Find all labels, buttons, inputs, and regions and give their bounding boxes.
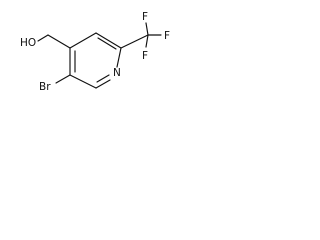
bond-n-c6 xyxy=(95,79,111,89)
bond-c3-c2 xyxy=(95,32,122,49)
nitrogen-label: N xyxy=(113,67,121,79)
bromine-label: Br xyxy=(39,81,51,93)
bond-c4-ch2 xyxy=(47,34,71,49)
bond-ch2-oh xyxy=(37,34,49,42)
fluorine-bottom-label: F xyxy=(142,50,148,62)
bond-n-c6-inner xyxy=(96,74,110,83)
bond-c2-n xyxy=(116,47,122,68)
bond-cf3-f-top xyxy=(145,22,149,36)
bond-c2-cf3 xyxy=(120,34,149,49)
bond-c6-c5 xyxy=(69,74,97,89)
bond-c5-br xyxy=(55,74,71,84)
bond-c4-c3 xyxy=(69,32,97,49)
molecule-diagram: HO Br N F F F xyxy=(20,11,170,93)
bond-c3-c2-inner xyxy=(97,37,117,50)
fluorine-top-label: F xyxy=(142,11,148,23)
atom-labels: HO Br N F F F xyxy=(20,11,170,93)
bond-lines xyxy=(37,22,162,89)
hydroxyl-label: HO xyxy=(20,37,36,49)
fluorine-right-label: F xyxy=(164,30,170,42)
bond-cf3-f-bottom xyxy=(145,34,149,48)
